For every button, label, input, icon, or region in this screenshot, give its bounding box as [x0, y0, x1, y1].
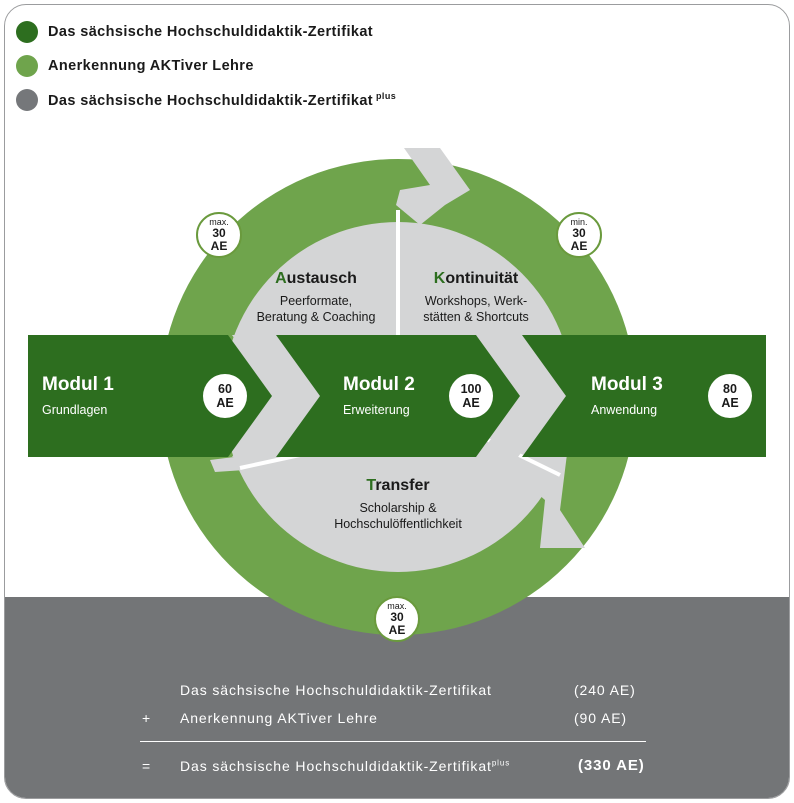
badge-pre: max. [209, 217, 229, 227]
module-1-title: Modul 1 [42, 374, 114, 395]
badge-value: 100 [460, 382, 482, 396]
badge-unit: AE [721, 396, 739, 410]
summary-row-3-label: Das sächsische Hochschuldidaktik-Zertifi… [180, 758, 511, 774]
grey-chevron-top [396, 148, 470, 225]
badge-kontinuitaet: min. 30 AE [556, 212, 602, 258]
badge-unit: AE [210, 239, 228, 253]
summary-row-3-value: (330 AE) [578, 757, 645, 774]
summary-sup: plus [491, 758, 511, 768]
module-1-arrow [28, 335, 272, 457]
legend-dot-grey [16, 89, 38, 111]
segment-desc-kontinuitaet: Workshops, Werk-stätten & Shortcuts [423, 294, 529, 324]
legend-sup: plus [376, 91, 397, 102]
legend-item-zertifikat: Das sächsische Hochschuldidaktik-Zertifi… [16, 20, 373, 44]
summary-row-2-value: (90 AE) [574, 710, 627, 726]
badge-austausch: max. 30 AE [196, 212, 242, 258]
module-2-subtitle: Erweiterung [343, 403, 410, 417]
notch-1 [232, 335, 316, 457]
badge-unit: AE [216, 396, 234, 410]
segment-desc-austausch: Peerformate,Beratung & Coaching [256, 294, 376, 324]
summary-row-2-label: Anerkennung AKTiver Lehre [180, 710, 378, 726]
badge-pre: max. [387, 601, 407, 611]
segment-desc-transfer: Scholarship &Hochschulöffentlichkeit [334, 501, 462, 531]
segment-title-austausch: Austausch [275, 270, 357, 287]
module-2-title: Modul 2 [343, 374, 415, 395]
legend-item-anerkennung: Anerkennung AKTiver Lehre [16, 54, 254, 78]
badge-value: 60 [218, 382, 232, 396]
summary-divider [140, 741, 646, 742]
badge-unit: AE [388, 623, 406, 637]
legend-label: Anerkennung AKTiver Lehre [48, 58, 254, 74]
module-3-arrow [522, 335, 766, 457]
badge-value: 30 [212, 226, 226, 240]
badge-value: 30 [390, 610, 404, 624]
legend-label: Das sächsische Hochschuldidaktik-Zertifi… [48, 91, 397, 109]
module-1-badge: 60 AE [203, 374, 247, 418]
notch-2 [478, 335, 562, 457]
segment-title-kontinuitaet: Kontinuität [433, 270, 519, 287]
badge-value: 30 [572, 226, 586, 240]
separator-left [239, 453, 301, 470]
module-2-badge: 100 AE [449, 374, 493, 418]
summary-row-2-prefix: + [142, 710, 152, 726]
legend-dot-dark-green [16, 21, 38, 43]
summary-row-1-label: Das sächsische Hochschuldidaktik-Zertifi… [180, 682, 492, 698]
module-3-subtitle: Anwendung [591, 403, 658, 417]
badge-value: 80 [723, 382, 737, 396]
summary-row-3-prefix: = [142, 758, 152, 774]
legend-dot-light-green [16, 55, 38, 77]
module-3-badge: 80 AE [708, 374, 752, 418]
module-2-arrow [276, 335, 520, 457]
legend-label: Das sächsische Hochschuldidaktik-Zertifi… [48, 24, 374, 40]
badge-unit: AE [462, 396, 480, 410]
summary-row-1-value: (240 AE) [574, 682, 636, 698]
badge-unit: AE [570, 239, 588, 253]
module-3-title: Modul 3 [591, 374, 663, 395]
segment-title-transfer: Transfer [366, 477, 430, 494]
badge-pre: min. [570, 217, 588, 227]
module-1-subtitle: Grundlagen [42, 403, 108, 417]
badge-transfer: max. 30 AE [374, 596, 420, 642]
legend-item-zertifikat-plus: Das sächsische Hochschuldidaktik-Zertifi… [16, 88, 396, 112]
